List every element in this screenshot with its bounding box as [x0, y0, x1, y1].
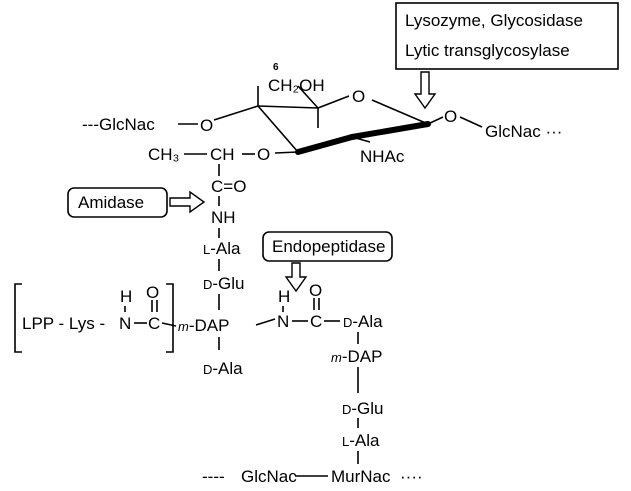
l-ala-label: L-Ala — [203, 239, 241, 258]
bond-c5-c6 — [297, 85, 319, 109]
lpp-n-label: N — [119, 314, 131, 333]
o-right-label: O — [444, 107, 457, 126]
nh-label: NH — [211, 208, 236, 227]
bond-c1-o-right — [427, 116, 444, 125]
glcnac-left-label: ---GlcNac — [82, 115, 155, 134]
ch2oh-label: CH₂OH — [268, 76, 325, 95]
ring-bond-c3-c2-front — [295, 134, 355, 155]
o-lactyl-label: O — [257, 145, 270, 164]
endopeptidase-box — [262, 231, 393, 262]
amidase-arrow-icon — [169, 190, 206, 214]
left-bracket — [14, 283, 22, 353]
right-bracket — [166, 283, 174, 353]
glcnac-right-label: GlcNac ··· — [485, 122, 562, 141]
ring-oxygen-label: O — [352, 87, 365, 106]
ch3-label: CH₃ — [148, 145, 179, 164]
d-glu-label: D-Glu — [203, 274, 245, 293]
carbon-6-label: 6 — [273, 62, 279, 73]
amidase-box — [67, 187, 168, 218]
ring-bond-c2-c1-front — [349, 121, 431, 140]
o-left-label: O — [200, 116, 213, 135]
crosslink-c-label: C — [310, 312, 322, 331]
bottom-left-dashes: ---- — [202, 467, 225, 486]
bottom-glcnac-label: GlcNac — [241, 467, 297, 486]
amidase-label: Amidase — [78, 193, 144, 212]
crosslink-m-dap-label: m-DAP — [331, 347, 382, 366]
crosslink-h-label: H — [278, 287, 290, 306]
d-ala-label: D-Ala — [203, 359, 243, 378]
nhac-label: NHAc — [360, 147, 405, 166]
carbonyl-label: C=O — [211, 177, 246, 196]
bond-lpp-c-mdap — [161, 322, 177, 327]
bond-o-glcnac-right — [459, 116, 483, 128]
crosslink-d-ala-label: D-Ala — [343, 312, 383, 331]
lysozyme-box — [395, 2, 619, 70]
crosslink-d-glu-label: D-Glu — [342, 399, 384, 418]
ch-label: CH — [210, 145, 235, 164]
lpp-o-label: O — [146, 283, 159, 302]
bond-c2-nhac — [351, 136, 371, 143]
endopeptidase-label: Endopeptidase — [272, 237, 385, 256]
crosslink-n-label: N — [277, 312, 289, 331]
endopeptidase-arrow-icon — [284, 262, 308, 293]
ring-bond-c1-o5 — [371, 99, 429, 125]
lysozyme-arrow-icon — [413, 71, 437, 110]
m-dap-label: m-DAP — [178, 316, 229, 335]
crosslink-o-label: O — [309, 281, 322, 300]
lpp-lys-label: LPP - Lys - — [22, 314, 105, 333]
lysozyme-label: Lysozyme, Glycosidase — [405, 11, 583, 30]
lpp-h-label: H — [120, 287, 132, 306]
ring-bond-c4-c3 — [257, 105, 299, 153]
bond-mdap-crosslink-n — [255, 318, 276, 326]
ring-bond-o5-c5 — [317, 95, 350, 109]
bottom-right-dashes: ···· — [400, 467, 423, 486]
bottom-murnac-label: MurNac — [331, 467, 391, 486]
lytic-transglycosylase-label: Lytic transglycosylase — [405, 41, 570, 60]
bond-o-c4 — [213, 105, 259, 121]
crosslink-l-ala-label: L-Ala — [342, 431, 380, 450]
bond-c3-o-lactyl — [274, 151, 299, 154]
lpp-c-label: C — [148, 314, 160, 333]
ring-bond-c5-c4 — [257, 105, 319, 109]
